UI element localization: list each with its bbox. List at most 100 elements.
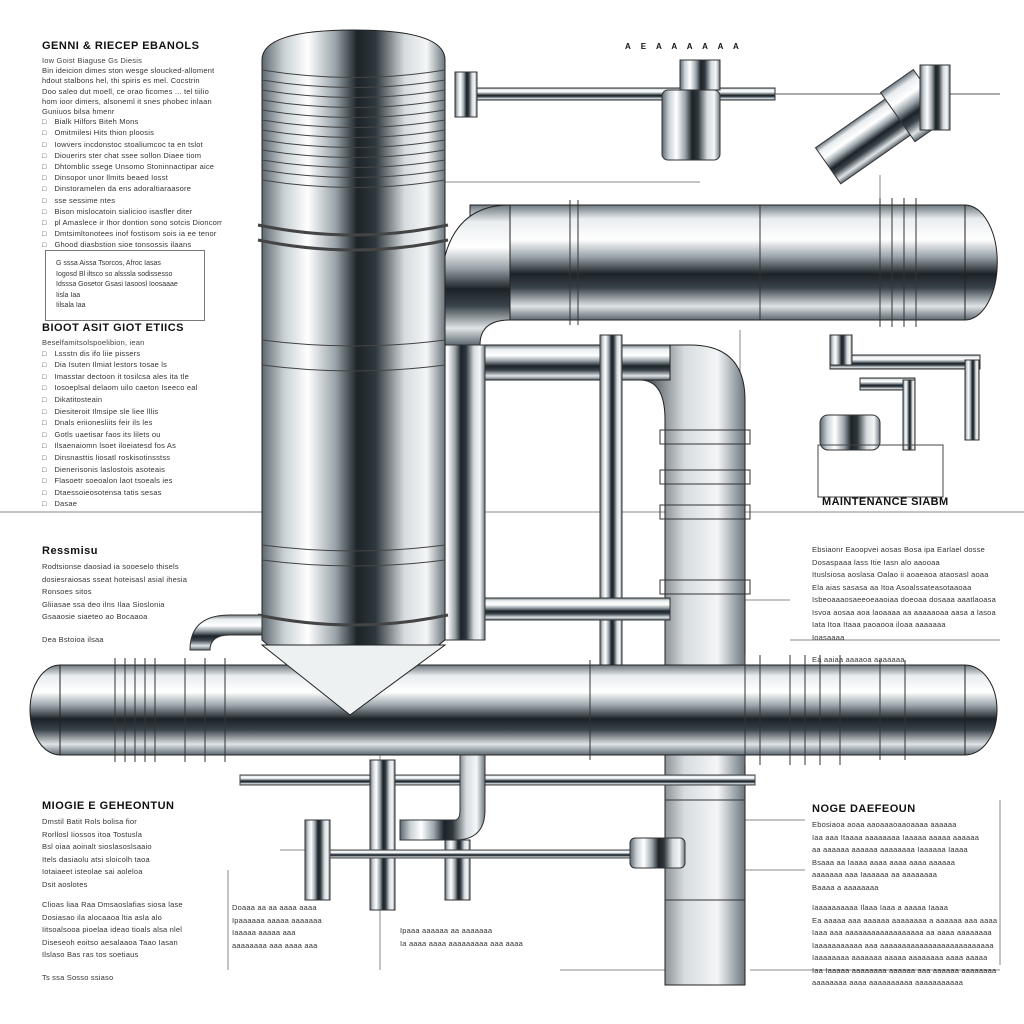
main-column [261,29,446,716]
text-line: Diseseoh eoitso aesalaaoa Taao Iasan [42,937,178,947]
bullet-item: Dhtomblic ssege Unsomo Stoninnactipar ai… [42,162,222,173]
block-title: BIOOT ASIT GIOT ETIICS [42,322,184,334]
block-title: Ressmisu [42,545,98,557]
text-line: Gsaaosie siaeteo ao Bocaaoa [42,612,148,621]
text-line: Guniuos bilsa hmenr [42,107,115,117]
text-line: Iaaaaaaaaaa Ilaaa Iaaa a aaaaa Iaaaa [812,903,949,912]
block-title: MIOGIE E GEHEONTUN [42,800,175,812]
block-subtitle: Iow Goist Biaguse Gs Diesis [42,56,143,65]
bullet-item: Dnals eriionesliits feir ils les [42,418,227,430]
box-line: Iogosd Bl iltsco so alsssla sodissesso [56,270,173,278]
block-center-right: Ebsiaonr Eaoopvei aosas Bosa ipa Earlael… [812,544,997,667]
text-line: Rodtsionse daosiad ia sooeselo thisels [42,562,179,571]
bullet-item: Diesiteroit Ilmsipe sle liee lllis [42,407,227,419]
text-line: Ela aias sasasa aa Itoa Asoalssateasotaa… [812,582,972,592]
bullet-item: Dienerisonis laslostois asoteais [42,465,227,477]
bullet-item: Gotls uaetisar faos its lilets ou [42,430,227,442]
text-line: Ioasaaaa [812,632,845,642]
block-bottom-left: MIOGIE E GEHEONTUN Dmstil Batit Rols boli… [42,800,222,984]
block-bottom-right: NOGE DAEFEOUN Ebosiaoa aoaa aaoaaaoaaoaaa… [812,803,997,990]
bullet-item: pl Amaslece ir Ihor dontion sono sotcis … [42,218,222,229]
bullet-item: Dinsnasttis liosatl roskisotinsstss [42,453,227,465]
box-line: Iisla Iaa [56,291,81,299]
bottom-pipe [59,664,966,756]
text-line: Iaa Iaaaaa aaaaaaaa aaaaaa aaa aaaaaa aa… [812,965,997,975]
bullet-item: Bison mislocatoin sialicioo isasfler dit… [42,207,222,218]
text-line: aaaaaaaa aaaa aaaaaaaaaa aaaaaaaaaaa [812,978,964,987]
text-line: Ronsoes sitos [42,587,92,596]
bullet-item: Dinsopor unor llmits beaed Iosst [42,173,222,184]
top-label: A E A A A A A A [625,42,743,51]
block-subtitle: Beselfamitsolspoelibion, iean [42,338,145,347]
block-footnote: Ea aaiaa aaaaoa aaaaaaa [812,655,905,664]
bullet-item: Dasae [42,499,227,511]
text-line: Ea aaaaa aaa aaaaaa aaaaaaaa a aaaaaa aa… [812,915,997,925]
box-line: Iilsala Iaa [56,302,86,309]
text-line: Bsl oiaa aoinalt sioslasoslsaaio [42,842,152,851]
block-bottom-mid-2: Ipaaa aaaaaa aa aaaaaaa Ia aaaa aaaa aaaa… [400,925,560,950]
bullet-item: Iowvers incdonstoc stoaliumcoc ta en tsl… [42,140,222,151]
text-line: Ebosiaoa aoaa aaoaaaoaaoaaaa aaaaaa [812,820,957,829]
text-line: Ipaaa aaaaaa aa aaaaaaa [400,926,493,935]
block-title: GENNI & RIECEP EBANOLS [42,40,200,52]
text-line: Dsit aoslotes [42,879,88,889]
text-line: aaaaaaaa aaa aaaa aaa [232,940,318,950]
text-line: Iitsoalsooa pioelaa ideao tioals alsa nl… [42,925,183,934]
text-line: Iata Itoa Itaaa paoaooa iloaa aaaaaaa [812,620,946,629]
text-line: Iaaaaaaaaaaa aaa aaaaaaaaaaaaaaaaaaaaaaa… [812,940,994,950]
bullet-item: Diouerirs ster chat ssee sollon Diaee ti… [42,151,222,162]
text-line: Ebsiaonr Eaoopvei aosas Bosa ipa Earlael… [812,545,986,554]
bullet-item: Dinstoramelen da ens adoraltiaraasore [42,184,222,195]
block-mid-left: BIOOT ASIT GIOT ETIICS Beselfamitsolspoel… [42,322,227,511]
block-top-left: GENNI & RIECEP EBANOLS Iow Goist Biaguse … [42,40,222,252]
bullet-item: Ilsaenaiomn lsoet iloeiatesd fos As [42,441,227,453]
text-line: Doaaa aa aa aaaa aaaa [232,903,317,912]
bullet-item: Dikatitosteain [42,395,227,407]
box-line: G sssa Aissa Tsorcos, Afroc Iasas [56,260,161,267]
text-line: dosiesraiosas sseat hoteisasl asial ihes… [42,574,188,584]
text-line: Dosiasao ila alocaaoa ltia asla alo [42,912,162,922]
bullet-item: Flasoetr soeoalon laot tsoeals ies [42,476,227,488]
text-line: Ituslsiosa aoslasa Oalao ii aoaeaoa atao… [812,570,989,579]
text-line: aa aaaaaa aaaaaa aaaaaaaa Iaaaaaa Iaaaa [812,845,968,854]
text-line: Iaaaaa aaaaa aaa [232,928,296,937]
text-line: Ia aaaa aaaa aaaaaaaaa aaa aaaa [400,938,523,948]
bullet-item: Imasstar dectoon it tosilcsa ales ita tl… [42,372,227,384]
top-rod [454,87,776,101]
text-line: aaaaaaa aaa Iaaaaaa aa aaaaaaaa [812,870,938,879]
bullet-item: Iosoeplsal delaom uilo caeton Iseeco eal [42,383,227,395]
text-line: Dmstil Batit Rols bolisa fior [42,817,137,826]
upper-pipe [469,204,966,321]
bullet-item: Dtaessoieosotensa tatis sesas [42,488,227,500]
text-line: Ilslaso Bas ras tos soetiaus [42,950,139,959]
bullet-item: Dmtsimltonotees inof fostisom sois ia ee… [42,229,222,240]
box-line: Idsssa Gosetor Gsasi Iasoosl Ioosaaae [56,281,178,288]
text-line: Iaaa aaa aaaaaaaaaaaaaaaaaa aa aaaa aaaa… [812,928,992,937]
block-footnote: Ts ssa Sosso ssiaso [42,972,114,982]
text-line: Bsaaa aa Iaaaa aaaa aaaa aaaa aaaaaa [812,857,956,867]
text-line: Iotaiaeet isteolae sai aoleloa [42,867,143,876]
text-line: Rorllosl Iiossos itoa Tostusla [42,829,143,839]
maintenance-caption: MAINTENANCE SIABM [822,496,949,508]
text-line: Clioas liaa Raa Dmsaoslafias siosa lase [42,900,183,909]
text-line: Iaaaaaaaa aaaaaaa aaaaa aaaaaaaa aaaa aa… [812,953,988,962]
text-line: Bin ideicion dimes ston wesge sloucked-a… [42,66,215,76]
bullet-item: Lssstn dis ifo liie pissers [42,349,227,361]
text-line: Doo saleo dut moell, ce orao ficomes ...… [42,86,209,96]
top-valve-body [661,89,721,161]
bullet-item: sse sessime ntes [42,196,222,207]
bullet-item: Dia Isuten Ilmiat lestors tosae ls [42,360,227,372]
text-line: Baaaa a aaaaaaaa [812,882,879,892]
bullet-item: Bialk Hilfors Biteh Mons [42,117,222,128]
bullet-item: Omitmilesi Hits thion ploosis [42,128,222,139]
text-line: Iaa aaa Itaaaa aaaaaaaa Iaaaaa aaaaa aaa… [812,832,980,842]
block-title: NOGE DAEFEOUN [812,803,916,815]
block-footnote: Dea Bstoioa ilsaa [42,634,104,644]
text-line: Gliiasae ssa deo ilns Ilaa Sioslonia [42,599,165,609]
text-line: hom ioor dimers, alsoneml it snes phobec… [42,96,212,106]
text-line: Dosaspaaa lass Itie Iasn alo aaooaa [812,557,940,567]
